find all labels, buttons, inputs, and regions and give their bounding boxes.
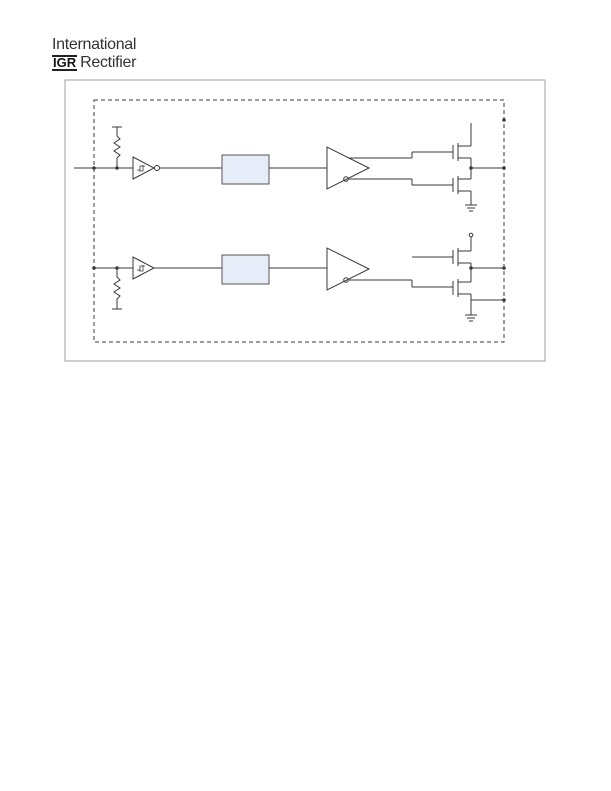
junction-dot [92,266,96,270]
junction-dot [502,298,506,302]
junction-dot [502,166,506,170]
schmitt-buffer-bottom [132,256,156,280]
junction-dot [502,118,506,122]
diagram-frame [64,79,546,362]
driver-top [326,146,371,190]
driver-bottom [326,247,371,291]
hysteresis-icon-top [137,165,145,172]
logic-block-bottom [221,254,270,285]
logo-mark: IGR [52,55,78,71]
logic-block-top [221,154,270,185]
pulldown-resistor [113,276,121,300]
logo-text-rectifier: Rectifier [80,54,137,71]
junction-dot [469,266,473,270]
supply-terminal [468,232,474,238]
junction-dot [469,166,473,170]
ic-boundary [93,99,505,343]
pullup-resistor [113,135,121,159]
schmitt-buffer-top [132,156,156,180]
logo-text-row: IGR Rectifier [52,54,136,72]
company-logo: International IGR Rectifier [52,36,136,72]
hysteresis-icon-bottom [137,265,145,272]
junction-dot [92,166,96,170]
junction-dot [502,266,506,270]
logo-text-international: International [52,36,137,53]
junction-dot [115,266,119,270]
junction-dot [115,166,119,170]
